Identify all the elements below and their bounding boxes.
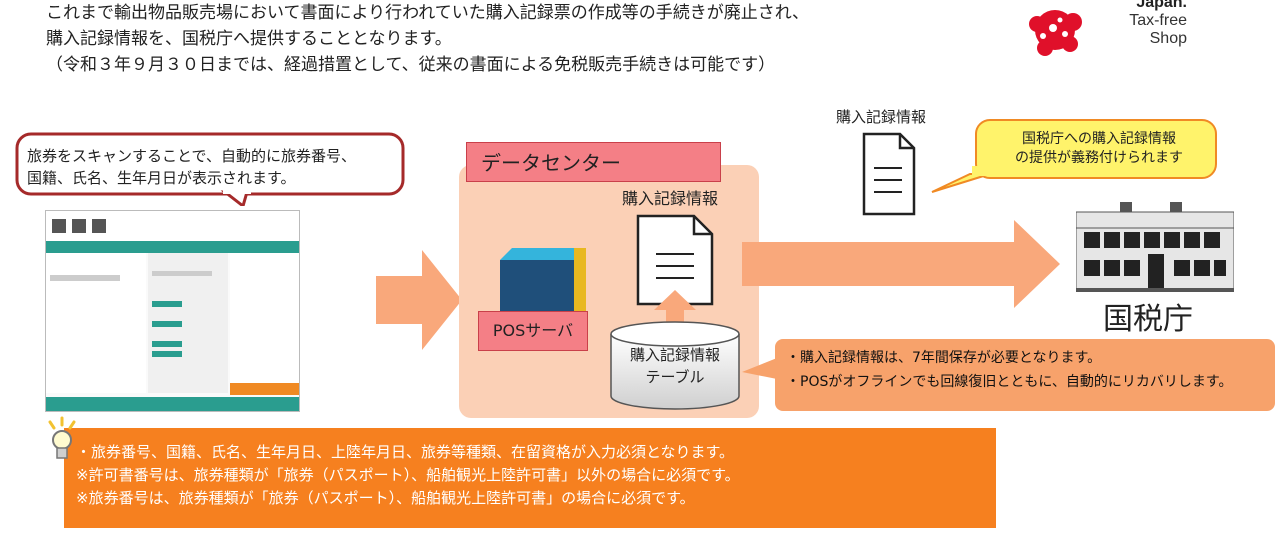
top-record-label: 購入記録情報 xyxy=(836,108,927,126)
storage-note-line-1: ・購入記録情報は、7年間保存が必要となります。 xyxy=(786,350,1102,366)
scan-callout-bubble xyxy=(15,132,405,206)
intro-text: これまで輸出物品販売場において書面により行われていた購入記録票の作成等の手続きが… xyxy=(46,0,809,78)
arrow-up-icon xyxy=(654,290,696,334)
storage-note-box xyxy=(775,339,1275,411)
server-icon xyxy=(500,248,586,314)
nta-callout-line-2: の提供が義務付けられます xyxy=(1015,150,1183,166)
document-icon xyxy=(636,214,714,306)
scan-callout-text: 旅券をスキャンすることで、自動的に旅券番号、 国籍、氏名、生年月日が表示されます… xyxy=(27,145,356,189)
scan-callout-line-1: 旅券をスキャンすることで、自動的に旅券番号、 xyxy=(27,147,356,165)
database-label: 購入記録情報 テーブル xyxy=(612,344,738,388)
intro-line-3: （令和３年９月３０日までは、経過措置として、従来の書面による免税販売手続きは可能… xyxy=(46,55,776,75)
pos-tablet-screenshot xyxy=(45,210,300,412)
logo-line-3: Shop xyxy=(1149,30,1187,47)
nta-callout-bubble xyxy=(931,119,1217,193)
lightbulb-icon xyxy=(48,416,76,459)
logo-text: Japan. Tax-free Shop xyxy=(1117,0,1187,48)
storage-note-line-2: ・POSがオフラインでも回線復旧とともに、自動的にリカバリします。 xyxy=(786,374,1233,390)
required-fields-line-3: ※旅券番号は、旅券種類が「旅券（パスポート）、船舶観光上陸許可書」の場合に必須で… xyxy=(76,489,695,507)
dc-record-label: 購入記録情報 xyxy=(622,189,719,208)
building-icon xyxy=(1076,202,1234,292)
intro-line-1: これまで輸出物品販売場において書面により行われていた購入記録票の作成等の手続きが… xyxy=(46,3,809,23)
data-center-label: データセンター xyxy=(466,142,721,182)
scan-callout-line-2: 国籍、氏名、生年月日が表示されます。 xyxy=(27,169,296,187)
nta-callout-line-1: 国税庁への購入記録情報 xyxy=(1022,131,1176,147)
database-label-line-2: テーブル xyxy=(645,368,705,386)
required-fields-line-1: ・旅券番号、国籍、氏名、生年月日、上陸年月日、旅券等種類、在留資格が入力必須とな… xyxy=(76,443,735,461)
required-fields-line-2: ※許可書番号は、旅券種類が「旅券（パスポート）、船舶観光上陸許可書」以外の場合に… xyxy=(76,466,740,484)
nta-label: 国税庁 xyxy=(1103,302,1193,337)
logo-line-1: Japan. xyxy=(1136,0,1187,11)
database-icon xyxy=(610,321,740,410)
storage-note-text: ・購入記録情報は、7年間保存が必要となります。 ・POSがオフラインでも回線復旧… xyxy=(786,346,1233,394)
nta-callout-text: 国税庁への購入記録情報 の提供が義務付けられます xyxy=(986,130,1212,168)
pos-server-label: POSサーバ xyxy=(478,311,588,351)
intro-line-2: 購入記録情報を、国税庁へ提供することとなります。 xyxy=(46,29,452,49)
tax-free-logo-icon xyxy=(1029,10,1082,56)
database-label-line-1: 購入記録情報 xyxy=(629,346,720,364)
arrow-right-icon xyxy=(376,250,462,350)
arrow-right-icon xyxy=(742,220,1060,308)
logo-line-2: Tax-free xyxy=(1129,12,1187,29)
required-fields-text: ・旅券番号、国籍、氏名、生年月日、上陸年月日、旅券等種類、在留資格が入力必須とな… xyxy=(76,441,740,510)
document-icon xyxy=(862,132,916,216)
note-pointer xyxy=(742,356,782,380)
required-fields-box xyxy=(64,428,996,528)
